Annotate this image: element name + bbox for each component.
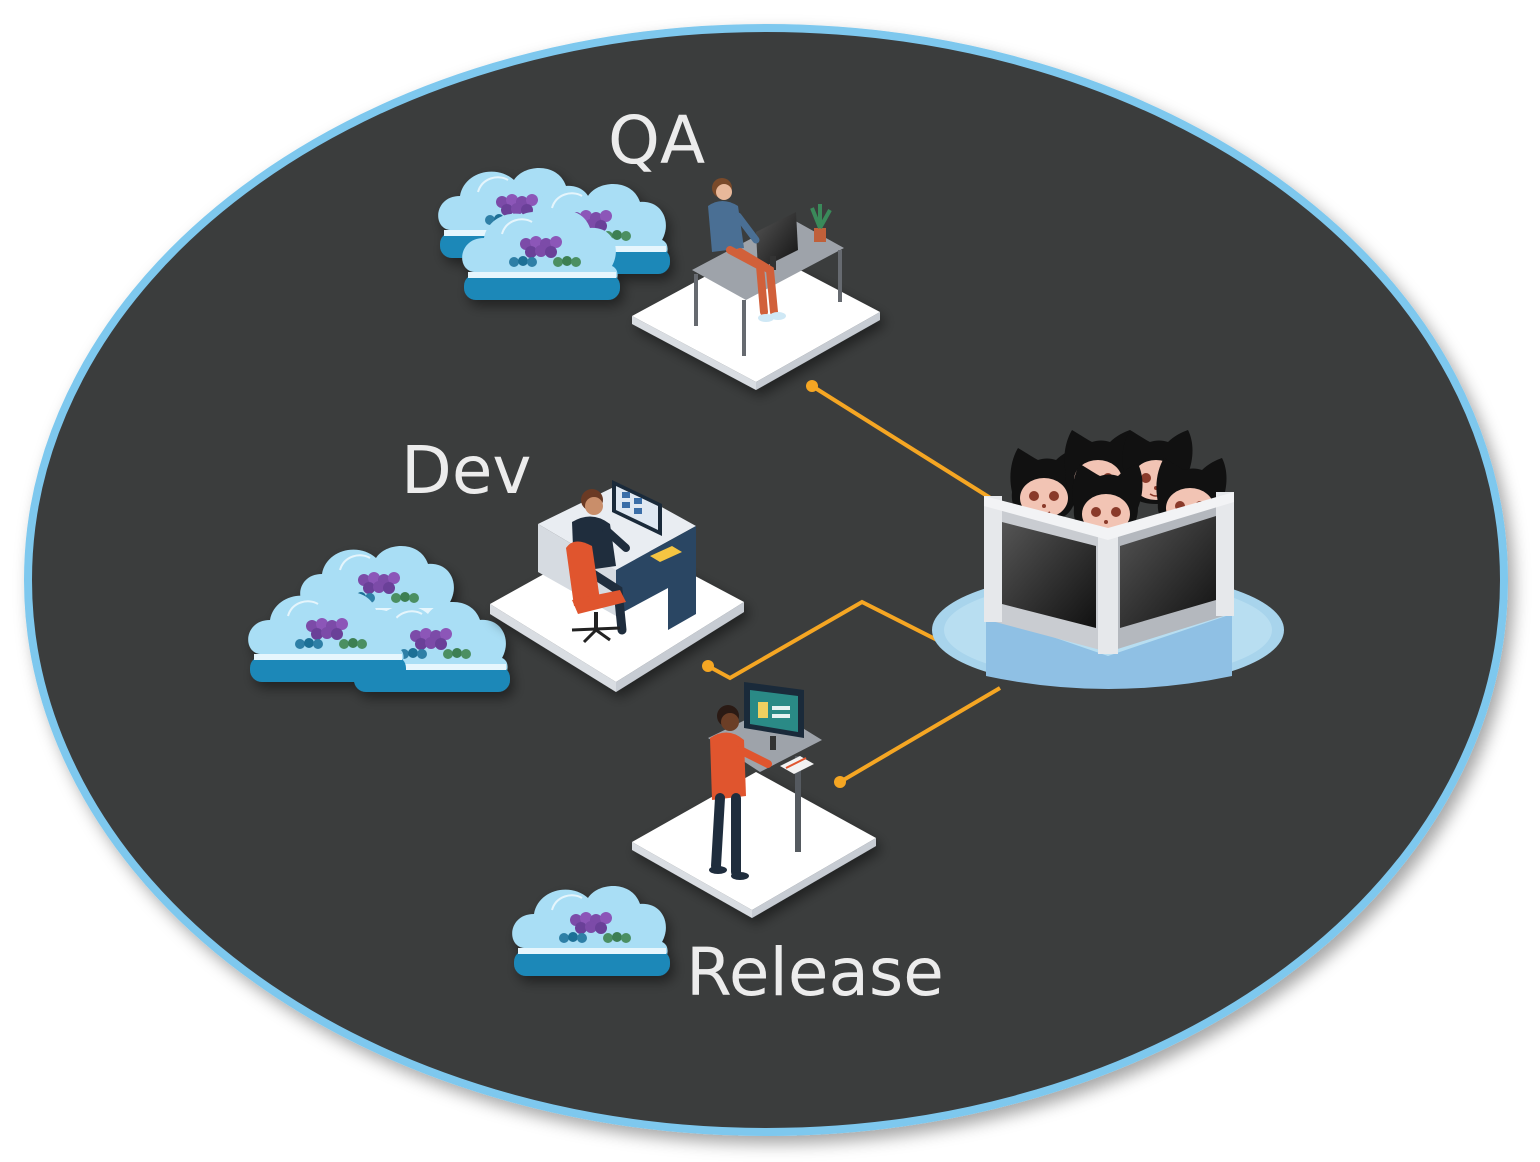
dev-workstation — [490, 480, 744, 692]
connector-release — [838, 686, 1002, 784]
release-notepad-icon — [780, 756, 814, 774]
connector-qa — [810, 384, 1002, 506]
connector-lines — [707, 384, 1002, 784]
qa-person-icon — [708, 178, 786, 322]
release-platform — [632, 772, 876, 918]
release-label: Release — [686, 934, 944, 1011]
repository-hub — [932, 429, 1284, 689]
connector-dot-release — [834, 776, 846, 788]
connector-dev — [707, 599, 946, 681]
environment-oval — [24, 24, 1508, 1136]
dev-label: Dev — [401, 432, 532, 509]
dev-chair-icon — [566, 541, 626, 644]
qa-plant-icon — [810, 204, 832, 242]
dev-monitor-icon — [612, 480, 662, 536]
qa-label: QA — [608, 102, 706, 179]
qa-workstation — [632, 178, 880, 390]
release-monitor-icon — [744, 682, 804, 750]
dev-notepad-icon — [650, 546, 682, 562]
connector-endpoints — [702, 380, 846, 788]
hub-box-icon — [984, 492, 1234, 654]
connector-dot-dev — [702, 660, 714, 672]
connector-dot-qa — [806, 380, 818, 392]
qa-monitor-icon — [756, 212, 798, 270]
qa-platform — [632, 248, 880, 390]
release-person-icon — [709, 705, 772, 880]
release-workstation — [632, 682, 876, 918]
